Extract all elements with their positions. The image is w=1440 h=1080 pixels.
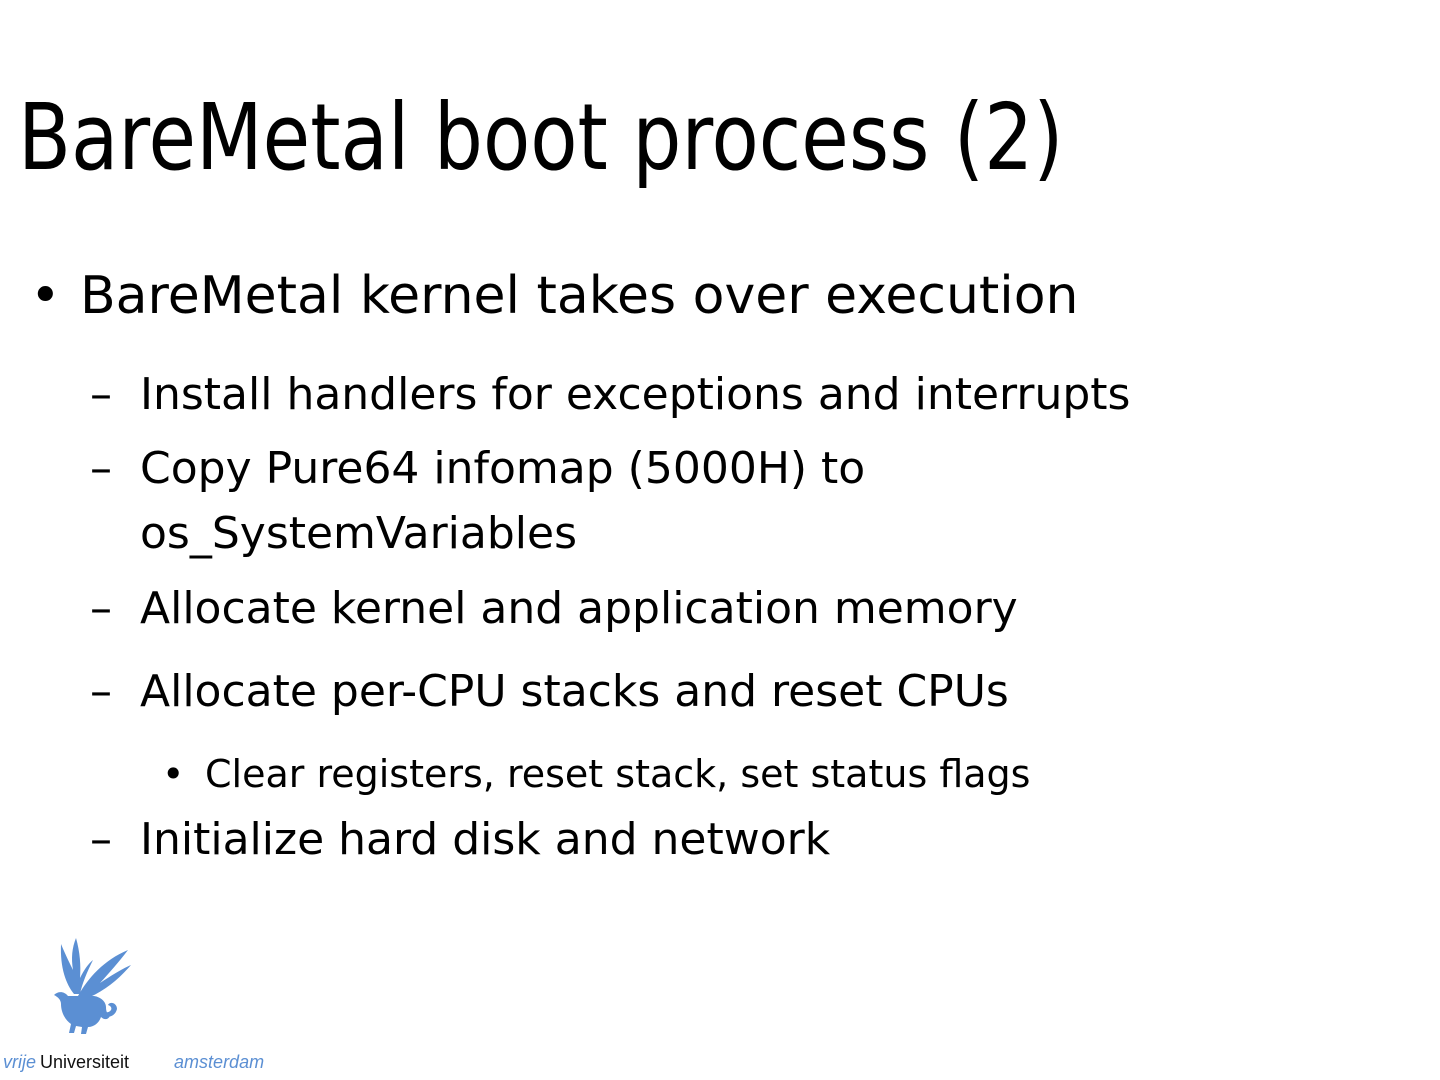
- wordmark-universiteit: Universiteit: [40, 1052, 130, 1072]
- bullet-row-level2: – Copy Pure64 infomap (5000H) to os_Syst…: [90, 436, 865, 566]
- vu-wordmark: vrije Universiteit amsterdam: [3, 1052, 264, 1073]
- bullet-text: Allocate kernel and application memory: [140, 583, 1018, 634]
- bullet-dash-marker: –: [90, 369, 112, 420]
- slide-title: BareMetal boot process (2): [18, 84, 1064, 191]
- bullet-text: BareMetal kernel takes over execution: [80, 266, 1079, 326]
- bullet-text: Copy Pure64 infomap (5000H) to os_System…: [140, 443, 866, 559]
- bullet-row-level2: – Allocate per-CPU stacks and reset CPUs: [90, 666, 1009, 718]
- bullet-text: Initialize hard disk and network: [140, 814, 831, 865]
- bullet-row-level2: – Initialize hard disk and network: [90, 814, 831, 866]
- wordmark-vrije: vrije: [3, 1052, 37, 1072]
- bullet-dash-marker: –: [90, 583, 112, 634]
- bullet-dot-marker: •: [30, 266, 61, 326]
- bullet-text: Install handlers for exceptions and inte…: [140, 369, 1131, 420]
- wordmark-amsterdam: amsterdam: [174, 1052, 265, 1072]
- bullet-row-level3: • Clear registers, reset stack, set stat…: [162, 752, 1031, 797]
- bullet-row-level2: – Install handlers for exceptions and in…: [90, 369, 1131, 421]
- bullet-dash-marker: –: [90, 814, 112, 865]
- bullet-text: Allocate per-CPU stacks and reset CPUs: [140, 666, 1009, 717]
- bullet-dash-marker: –: [90, 666, 112, 717]
- bullet-dot-marker: •: [162, 752, 185, 796]
- bullet-dash-marker: –: [90, 443, 112, 494]
- bullet-row-level1: • BareMetal kernel takes over execution: [30, 266, 1079, 327]
- bullet-row-level2: – Allocate kernel and application memory: [90, 583, 1018, 635]
- vu-griffin-icon: [54, 938, 131, 1034]
- bullet-text: Clear registers, reset stack, set status…: [205, 752, 1031, 796]
